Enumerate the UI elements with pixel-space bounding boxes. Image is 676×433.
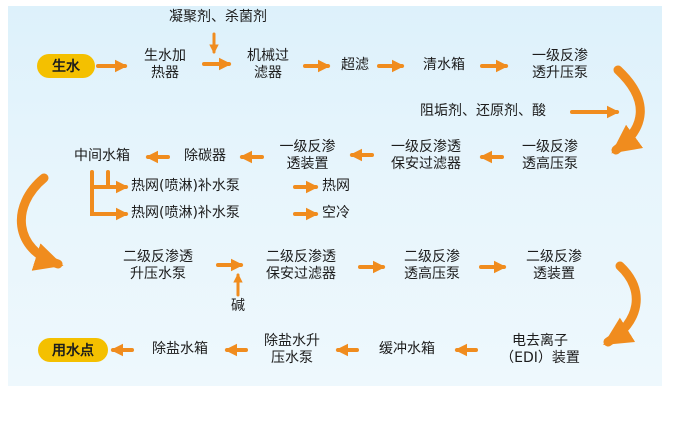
- decarbonizer-node: 除碳器: [184, 148, 226, 164]
- ro1-unit-line1: 一级反渗: [279, 139, 336, 155]
- raw-water-node: 生水: [37, 54, 95, 78]
- mech-filter-line1: 机械过: [247, 48, 289, 64]
- edi-unit-line2: （EDI）装置: [500, 350, 580, 366]
- demin-booster-pump-line2: 压水泵: [271, 350, 313, 366]
- mech-filter-node: 机械过 滤器: [233, 48, 303, 82]
- ro2-hp-pump-line2: 透高压泵: [404, 266, 460, 282]
- ro1-booster-pump-line1: 一级反渗: [532, 48, 588, 64]
- ultrafilter-node: 超滤: [341, 57, 369, 73]
- heatnet-dest-node: 热网: [322, 178, 350, 194]
- ro1-unit-line2: 透装置: [286, 156, 329, 172]
- raw-heater-line2: 热器: [151, 65, 179, 81]
- ro1-booster-pump-node: 一级反渗 透升压泵: [510, 48, 610, 82]
- ro2-booster-pump-line2: 升压水泵: [130, 266, 186, 282]
- demin-booster-pump-node: 除盐水升 压水泵: [250, 333, 334, 367]
- curve-row3-to-row4: [603, 261, 641, 347]
- ro2-hp-pump-line1: 二级反渗: [404, 249, 460, 265]
- mid-tank-node: 中间水箱: [74, 148, 130, 164]
- aircool-dest-node: 空冷: [322, 205, 350, 221]
- ro2-unit-line1: 二级反渗: [526, 249, 582, 265]
- heatnet-pump-a-node: 热网(喷淋)补水泵: [131, 178, 240, 194]
- ro2-booster-pump-node: 二级反渗透 升压水泵: [104, 249, 212, 283]
- raw-heater-line1: 生水加: [144, 48, 186, 64]
- ro1-hp-pump-line1: 一级反渗: [522, 139, 578, 155]
- curve-row1-to-row2: [611, 65, 645, 155]
- curve-row2-to-row3: [16, 173, 64, 271]
- clear-tank-node: 清水箱: [423, 57, 465, 73]
- ro1-security-filter-node: 一级反渗透 保安过滤器: [376, 139, 476, 173]
- ro2-booster-pump-line1: 二级反渗透: [123, 249, 193, 265]
- ro1-hp-pump-line2: 透高压泵: [522, 156, 578, 172]
- mech-filter-line2: 滤器: [254, 65, 282, 81]
- ro2-security-filter-line1: 二级反渗透: [266, 249, 336, 265]
- ro2-unit-line2: 透装置: [533, 266, 575, 282]
- demin-tank-node: 除盐水箱: [152, 341, 208, 357]
- ro1-security-filter-line2: 保安过滤器: [391, 156, 461, 172]
- use-point-node: 用水点: [38, 338, 108, 362]
- raw-heater-node: 生水加 热器: [130, 48, 200, 82]
- ro1-booster-pump-line2: 透升压泵: [532, 65, 588, 81]
- ro2-security-filter-line2: 保安过滤器: [266, 266, 336, 282]
- edi-unit-line1: 电去离子: [512, 333, 568, 349]
- buffer-tank-node: 缓冲水箱: [379, 341, 435, 357]
- ro2-security-filter-node: 二级反渗透 保安过滤器: [246, 249, 356, 283]
- heatnet-pump-b-node: 热网(喷淋)补水泵: [131, 205, 240, 221]
- ro2-hp-pump-node: 二级反渗 透高压泵: [386, 249, 478, 283]
- alkali-label: 碱: [231, 298, 245, 314]
- arrow-branch-b: [90, 185, 129, 221]
- flocculant-label: 凝聚剂、杀菌剂: [169, 9, 267, 25]
- ro1-unit-node: 一级反渗 透装置: [265, 139, 350, 173]
- ro1-security-filter-line1: 一级反渗透: [391, 139, 461, 155]
- demin-booster-pump-line1: 除盐水升: [264, 333, 320, 349]
- scale-inhibitor-label: 阻垢剂、还原剂、酸: [420, 103, 546, 119]
- edi-unit-node: 电去离子 （EDI）装置: [480, 333, 600, 367]
- ro2-unit-node: 二级反渗 透装置: [508, 249, 600, 283]
- ro1-hp-pump-node: 一级反渗 透高压泵: [505, 139, 595, 173]
